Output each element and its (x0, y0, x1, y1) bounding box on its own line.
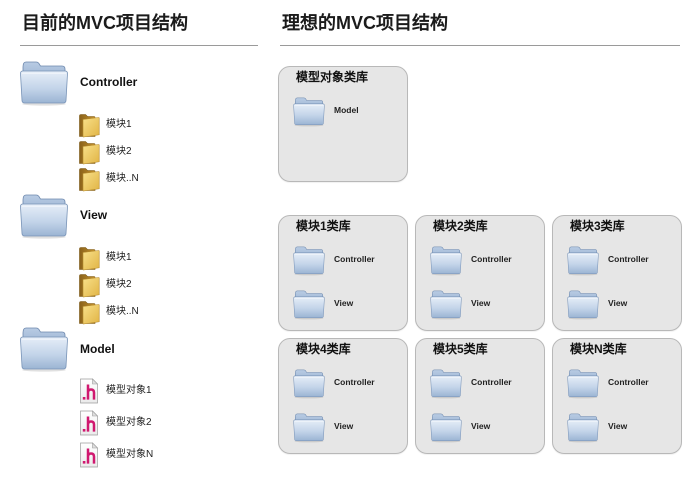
library-title: 模块5类库 (433, 342, 488, 356)
group-label-view: View (80, 208, 108, 222)
library-folder-label: Controller (608, 254, 649, 264)
library-folder-label: Controller (334, 254, 375, 264)
module-library-box: 模块3类库 Controller View (552, 215, 682, 331)
view-folder-icon (292, 286, 326, 322)
library-title: 模块1类库 (296, 219, 351, 233)
module-item: 模块1 (78, 245, 132, 271)
module-item-label: 模块..N (106, 173, 139, 184)
ideal-structure-title: 理想的MVC项目结构 (282, 13, 448, 33)
current-structure-title: 目前的MVC项目结构 (22, 13, 188, 33)
model-object-item: 模型对象N (78, 442, 153, 468)
header-file-icon (78, 410, 100, 436)
group-label-controller: Controller (80, 75, 138, 89)
controller-folder-icon (429, 365, 463, 401)
model-folder-icon (292, 93, 326, 129)
current-structure-divider (20, 45, 258, 46)
model-object-label: 模型对象N (106, 449, 154, 460)
library-title: 模块3类库 (570, 219, 625, 233)
view-folder-icon (429, 286, 463, 322)
module-library-box: 模块4类库 Controller View (278, 338, 408, 454)
module-folder-icon (78, 272, 100, 298)
library-folder-label: View (334, 298, 354, 308)
module-folder-icon (78, 166, 100, 192)
module-folder-icon (78, 245, 100, 271)
model-object-label: 模型对象1 (106, 385, 152, 396)
view-group: View 模块1 模块2 模块..N (0, 191, 260, 325)
library-title: 模块N类库 (570, 342, 627, 356)
module-item-label: 模块2 (106, 146, 132, 157)
view-folder-icon (18, 191, 70, 239)
module-library-box: 模块5类库 Controller View (415, 338, 545, 454)
model-group: Model 模型对象1 模型对象2 模型对象N (0, 324, 260, 470)
controller-folder-icon (292, 365, 326, 401)
module-item-label: 模块..N (106, 306, 139, 317)
library-folder-label: Controller (471, 377, 512, 387)
controller-folder-icon (292, 242, 326, 278)
view-folder-icon (292, 409, 326, 445)
module-folder-icon (78, 139, 100, 165)
controller-folder-icon (18, 58, 70, 106)
model-library-box: 模型对象类库 Model (278, 66, 408, 182)
library-folder-label: View (608, 298, 628, 308)
header-file-icon (78, 442, 100, 468)
model-object-label: 模型对象2 (106, 417, 152, 428)
module-folder-icon (78, 299, 100, 325)
library-folder-label: Controller (471, 254, 512, 264)
module-item: 模块..N (78, 166, 139, 192)
module-item: 模块2 (78, 139, 132, 165)
library-folder-label: View (471, 298, 491, 308)
model-folder-icon (18, 324, 70, 372)
view-folder-icon (429, 409, 463, 445)
model-object-item: 模型对象2 (78, 410, 152, 436)
module-library-box: 模块2类库 Controller View (415, 215, 545, 331)
controller-folder-icon (566, 365, 600, 401)
library-folder-label: Controller (608, 377, 649, 387)
group-label-model: Model (80, 342, 115, 356)
module-item: 模块2 (78, 272, 132, 298)
module-item: 模块..N (78, 299, 139, 325)
module-item-label: 模块1 (106, 119, 132, 130)
library-title: 模块4类库 (296, 342, 351, 356)
library-folder-label: View (608, 421, 628, 431)
library-folder-label: Model (334, 105, 359, 115)
header-file-icon (78, 378, 100, 404)
controller-group: Controller 模块1 模块2 模块..N (0, 58, 260, 192)
ideal-structure-divider (280, 45, 680, 46)
library-title: 模型对象类库 (296, 70, 369, 84)
library-folder-label: Controller (334, 377, 375, 387)
library-title: 模块2类库 (433, 219, 488, 233)
module-library-box: 模块1类库 Controller View (278, 215, 408, 331)
view-folder-icon (566, 409, 600, 445)
model-object-item: 模型对象1 (78, 378, 152, 404)
view-folder-icon (566, 286, 600, 322)
module-folder-icon (78, 112, 100, 138)
module-item: 模块1 (78, 112, 132, 138)
module-item-label: 模块2 (106, 279, 132, 290)
library-folder-label: View (334, 421, 354, 431)
module-library-box: 模块N类库 Controller View (552, 338, 682, 454)
module-item-label: 模块1 (106, 252, 132, 263)
controller-folder-icon (566, 242, 600, 278)
library-folder-label: View (471, 421, 491, 431)
controller-folder-icon (429, 242, 463, 278)
